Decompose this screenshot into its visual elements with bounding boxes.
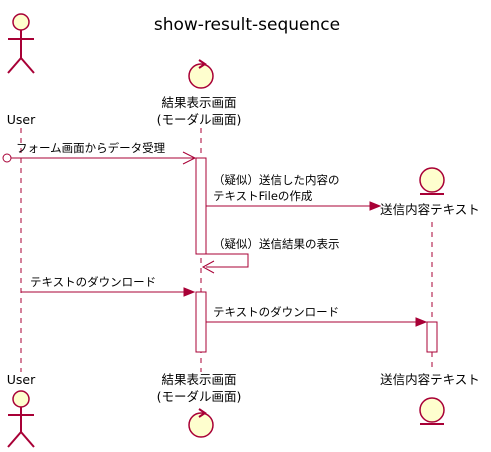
entity-icon (419, 167, 445, 195)
message-user-download-label: テキストのダウンロード (30, 275, 156, 289)
entity-icon (419, 397, 445, 425)
modal-control-bottom: 結果表示画面 (モーダル画面) (157, 372, 242, 438)
modal-activation-1 (195, 157, 207, 255)
modal-label-bottom-line2: (モーダル画面) (157, 389, 242, 404)
message-text-download: テキストのダウンロード (206, 305, 428, 327)
text-entity-top: 送信内容テキスト (380, 167, 480, 217)
text-entity-bottom: 送信内容テキスト (380, 372, 480, 425)
message-text-download-label: テキストのダウンロード (213, 305, 339, 319)
modal-activation-2 (195, 291, 207, 353)
control-icon (188, 59, 214, 89)
user-actor-top: User (7, 13, 36, 127)
message-create-textfile-label-line1: （疑似）送信した内容の (213, 173, 340, 187)
message-create-textfile-label-line2: テキストFileの作成 (213, 189, 313, 203)
text-activation (426, 321, 438, 353)
text-label-bottom: 送信内容テキスト (380, 372, 480, 387)
modal-label-bottom-line1: 結果表示画面 (161, 372, 236, 387)
modal-label-top-line1: 結果表示画面 (161, 95, 236, 110)
user-label-top: User (7, 112, 36, 127)
actor-icon (7, 390, 35, 448)
diagram-title: show-result-sequence (154, 15, 340, 35)
modal-label-top-line2: (モーダル画面) (157, 112, 242, 127)
modal-control-top: 結果表示画面 (モーダル画面) (157, 59, 242, 127)
message-show-result-label: （疑似）送信結果の表示 (213, 237, 340, 251)
found-message-icon (2, 153, 12, 163)
user-actor-bottom: User (7, 372, 36, 448)
actor-icon (7, 13, 35, 74)
message-show-result: （疑似）送信結果の表示 (201, 237, 340, 274)
message-receive-data-label: フォーム画面からデータ受理 (16, 141, 166, 155)
text-label-top: 送信内容テキスト (380, 202, 480, 217)
user-label-bottom: User (7, 372, 36, 387)
control-icon (188, 408, 214, 438)
message-user-download: テキストのダウンロード (21, 275, 196, 297)
message-receive-data: フォーム画面からデータ受理 (2, 141, 197, 165)
message-create-textfile: （疑似）送信した内容の テキストFileの作成 (206, 173, 382, 211)
